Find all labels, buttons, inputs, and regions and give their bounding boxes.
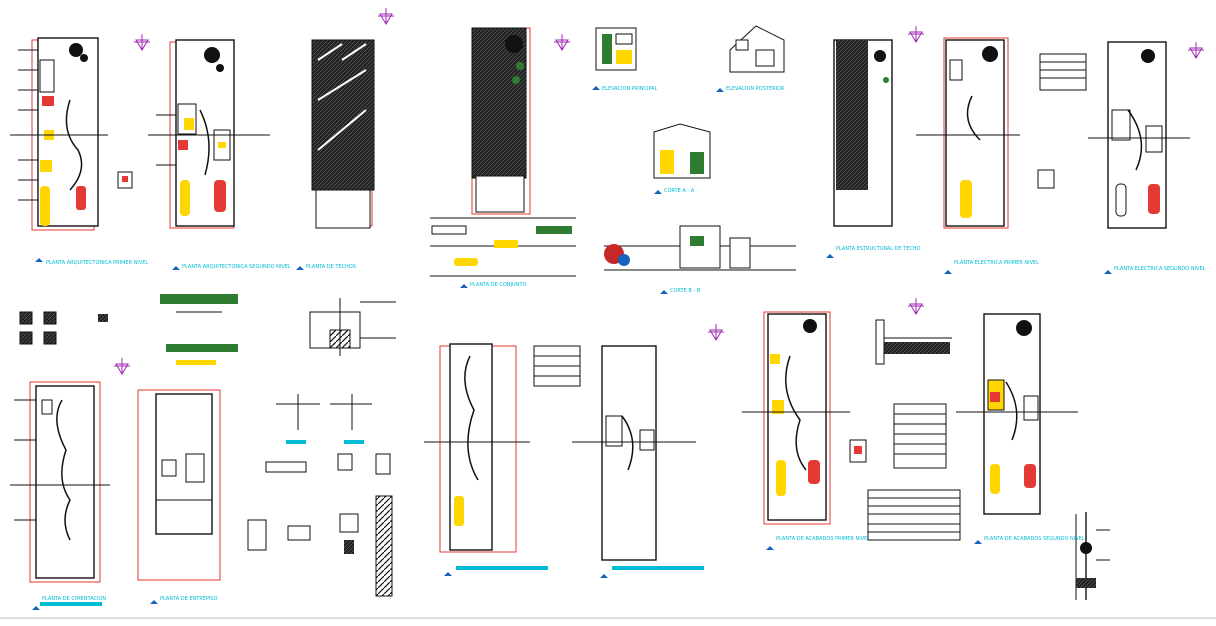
elevacion-principal[interactable]: ELEVACION PRINCIPAL [592, 27, 658, 92]
title-plan-techos: PLANTA DE TECHOS [306, 264, 356, 270]
title-plan-cimentacion: PLANTA DE CIMENTACION [42, 596, 106, 602]
north-arrow-6 [114, 358, 130, 375]
structural-details[interactable] [247, 394, 393, 597]
north-arrow-2 [134, 34, 150, 51]
plan-sanitaria-1[interactable] [424, 343, 581, 576]
title-plan-entrepiso: PLANTA DE ENTREPISO [160, 596, 218, 602]
plan-cimentacion[interactable]: PLANTA DE CIMENTACION [10, 381, 110, 610]
corte-a-a[interactable]: CORTE A - A [653, 123, 711, 194]
title-plan-estructural: PLANTA ESTRUCTURAL DE TECHO [836, 246, 921, 252]
north-arrow-3 [554, 34, 570, 51]
plan-conjunto[interactable]: PLANTA DE CONJUNTO [430, 27, 576, 288]
title-plan-acabados-1: PLANTA DE ACABADOS PRIMER NIVEL [776, 536, 870, 542]
plan-arq-segundo-nivel[interactable]: PLANTA ARQUITECTONICA SEGUNDO NIVEL [148, 39, 291, 270]
north-arrow-8 [908, 298, 924, 315]
plan-entrepiso[interactable]: PLANTA DE ENTREPISO [137, 389, 221, 604]
title-plan-electrica-2: PLANTA ELECTRICA SEGUNDO NIVEL [1114, 266, 1206, 272]
title-elev-principal: ELEVACION PRINCIPAL [602, 86, 658, 92]
zapatas-details[interactable] [19, 311, 108, 345]
plan-electrica-2[interactable]: PLANTA ELECTRICA SEGUNDO NIVEL [1088, 41, 1206, 274]
plan-estructural[interactable]: PLANTA ESTRUCTURAL DE TECHO [826, 39, 921, 258]
title-corte-a: CORTE A - A [664, 188, 695, 194]
trabe-detail[interactable] [309, 298, 396, 356]
north-arrow-7 [708, 324, 724, 341]
plan-sanitaria-2[interactable] [572, 345, 704, 578]
north-arrow-1 [378, 8, 394, 25]
title-plan-conjunto: PLANTA DE CONJUNTO [470, 282, 526, 288]
plan-electrica-1[interactable]: PLANTA ELECTRICA PRIMER NIVEL [916, 37, 1087, 274]
armado-losa-detail[interactable] [160, 294, 238, 365]
plan-arq-primer-nivel[interactable]: PLANTA ARQUITECTONICA PRIMER NIVEL [10, 37, 148, 266]
title-corte-b: CORTE B - B [670, 288, 701, 294]
title-elev-posterior: ELEVACION POSTERIOR [726, 86, 785, 92]
north-arrow-5 [1188, 42, 1204, 59]
acabados-detail-tables[interactable] [867, 319, 961, 541]
elevacion-posterior[interactable]: ELEVACION POSTERIOR [716, 25, 785, 92]
title-plan-arq-2: PLANTA ARQUITECTONICA SEGUNDO NIVEL [182, 264, 291, 270]
title-plan-acabados-2: PLANTA DE ACABADOS SEGUNDO NIVEL [984, 536, 1085, 542]
plan-acabados-1[interactable]: PLANTA DE ACABADOS PRIMER NIVEL [742, 311, 870, 550]
north-arrow-4 [908, 26, 924, 43]
title-plan-arq-1: PLANTA ARQUITECTONICA PRIMER NIVEL [46, 260, 148, 266]
plan-techos[interactable]: PLANTA DE TECHOS [296, 39, 375, 270]
corte-b-b[interactable]: CORTE B - B [604, 225, 796, 294]
title-plan-electrica-1: PLANTA ELECTRICA PRIMER NIVEL [954, 260, 1039, 266]
columna-detail[interactable] [1075, 512, 1110, 600]
plan-acabados-2[interactable]: PLANTA DE ACABADOS SEGUNDO NIVEL [956, 313, 1085, 544]
